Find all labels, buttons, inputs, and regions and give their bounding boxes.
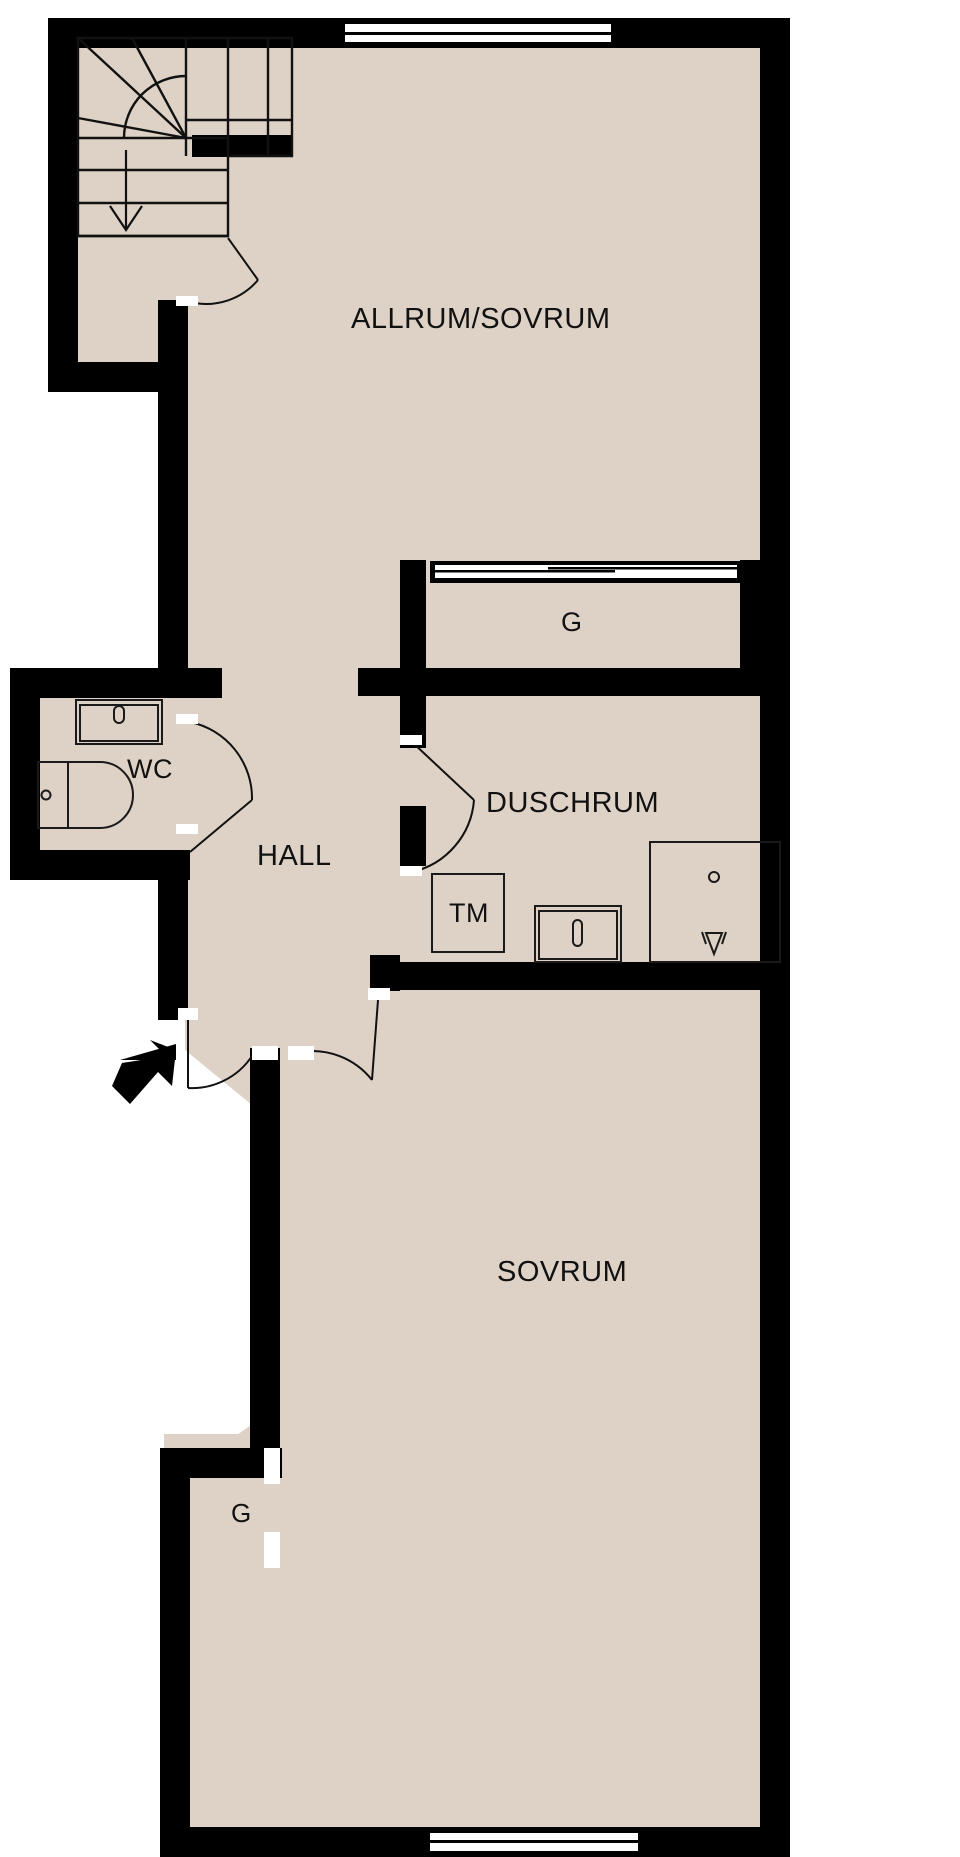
shower-icon xyxy=(649,841,781,963)
wc-toilet-icon xyxy=(37,761,134,829)
door-swing-hall-left xyxy=(187,1016,253,1090)
duschrum-fixtures xyxy=(431,841,781,963)
entrance-arrow xyxy=(112,1040,176,1104)
fixture-label-tm: TM xyxy=(449,898,489,928)
exterior-walls xyxy=(10,18,790,1857)
door-swings-group xyxy=(176,237,475,1568)
wc-fixtures xyxy=(37,699,163,829)
duschrum-sink-icon xyxy=(534,905,622,963)
room-label-hall: HALL xyxy=(257,840,332,872)
room-label-allrum-sovrum: ALLRUM/SOVRUM xyxy=(351,303,611,335)
windows-group xyxy=(338,18,742,1857)
interior-walls xyxy=(192,135,770,991)
room-label-garderob-top: G xyxy=(561,607,583,637)
room-label-sovrum: SOVRUM xyxy=(497,1256,628,1288)
room-label-wc: WC xyxy=(127,754,173,784)
wc-sink-icon xyxy=(75,699,163,745)
washing-machine-icon xyxy=(431,873,505,953)
door-swing-duschrum xyxy=(411,741,475,873)
staircase xyxy=(76,36,294,238)
room-label-duschrum: DUSCHRUM xyxy=(486,787,660,819)
door-swing-wc xyxy=(189,721,254,853)
room-label-garderob-bottom: G xyxy=(231,1498,252,1528)
